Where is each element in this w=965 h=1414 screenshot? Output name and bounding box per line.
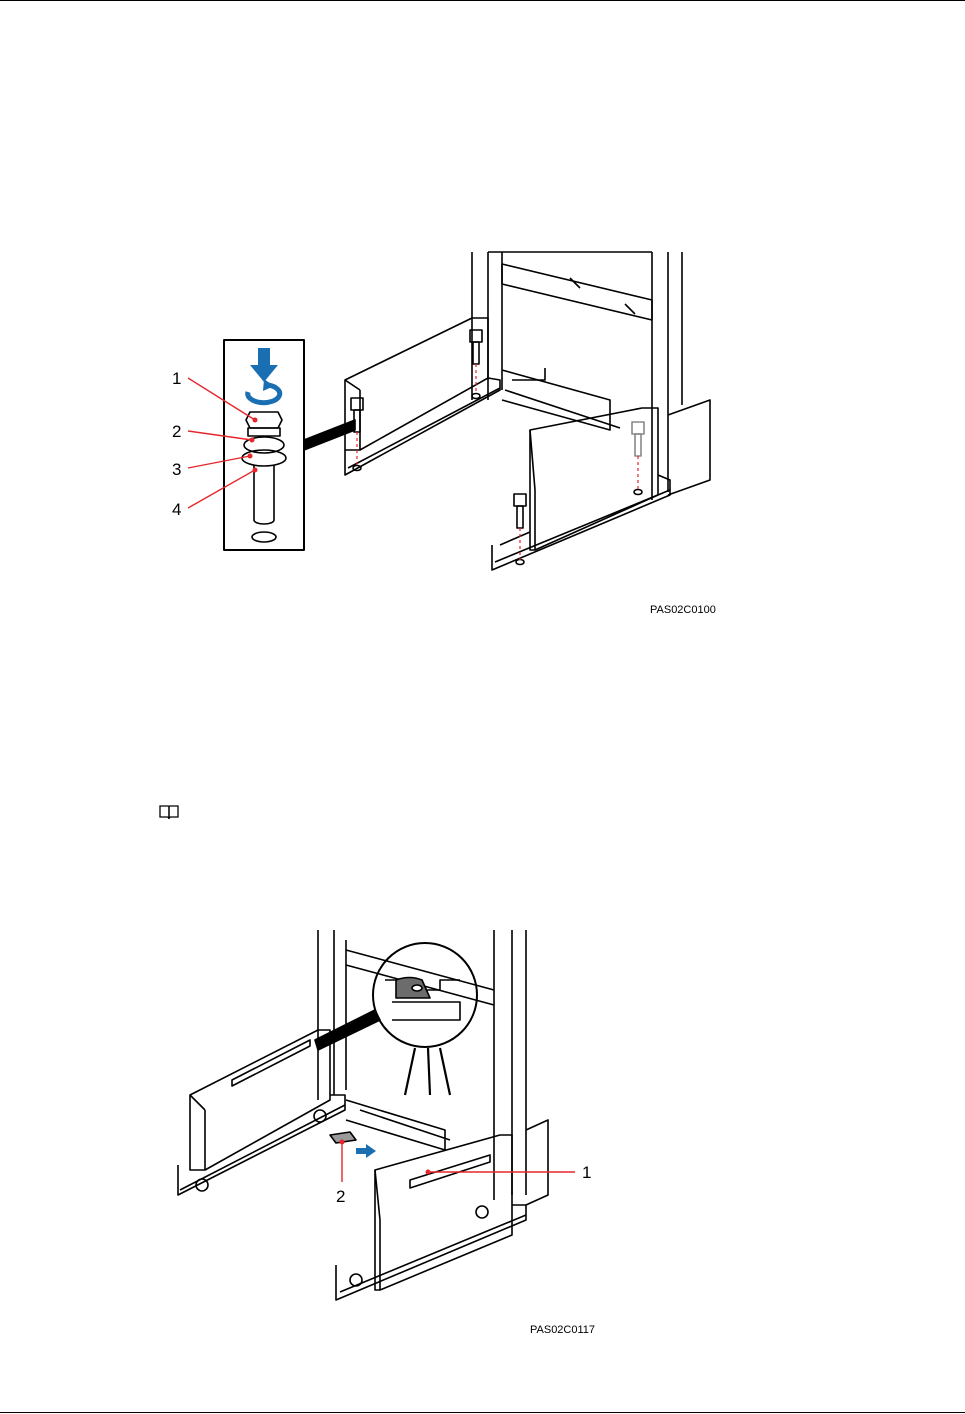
- figure-1-drawing: [150, 240, 750, 630]
- figure-1: 1 2 3 4 PAS02C0100: [150, 240, 750, 630]
- figure-2-drawing: [160, 920, 620, 1340]
- callout-2: 2: [336, 1188, 345, 1205]
- footer-rule: [0, 1412, 965, 1413]
- callout-2: 2: [172, 423, 181, 440]
- figure-code: PAS02C0100: [650, 605, 716, 616]
- callout-3: 3: [172, 461, 181, 478]
- callout-1: 1: [582, 1164, 591, 1181]
- figure-2: 1 2 PAS02C0117: [160, 920, 620, 1340]
- book-icon: [158, 803, 180, 821]
- header-rule: [0, 0, 965, 1]
- insert-arrow-icon: [356, 1144, 376, 1158]
- tighten-arrow-icon: [248, 348, 280, 403]
- figure-code: PAS02C0117: [530, 1325, 595, 1336]
- callout-4: 4: [172, 501, 181, 518]
- callout-1: 1: [172, 370, 181, 387]
